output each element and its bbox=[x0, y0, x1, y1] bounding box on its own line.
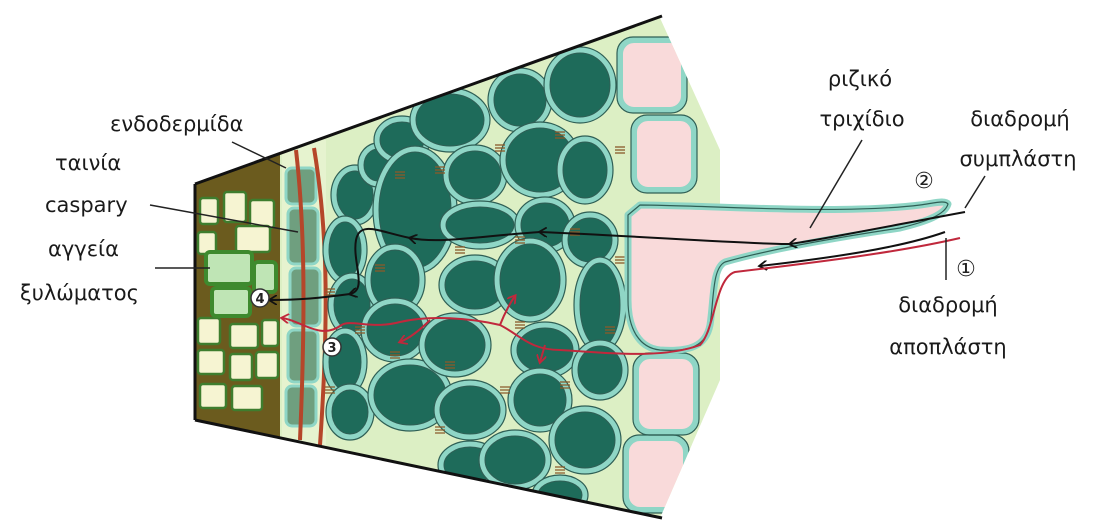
apoplast-label-line1: διαδρομή bbox=[898, 293, 998, 317]
cortex-cell bbox=[485, 436, 545, 484]
apoplast-label-line2: αποπλάστη bbox=[889, 335, 1007, 359]
cortex-cell bbox=[425, 319, 485, 371]
cortex-cell bbox=[580, 263, 620, 347]
cortex-cell bbox=[449, 151, 501, 199]
cortex-cell bbox=[568, 218, 612, 262]
cortex-cell bbox=[563, 142, 607, 198]
casparian-label-line1: ταινία bbox=[55, 151, 121, 175]
marker-2: ② bbox=[914, 169, 934, 194]
svg-text:4: 4 bbox=[255, 292, 264, 307]
cortex-cell bbox=[494, 74, 546, 126]
casparian-label-line2: caspary bbox=[45, 193, 128, 217]
symplast-leader bbox=[965, 176, 985, 208]
marker-3: 3 bbox=[323, 338, 341, 356]
marker-4: 4 bbox=[251, 289, 269, 307]
cortex-cell bbox=[538, 481, 582, 509]
xylem-label-line2: ξυλώματος bbox=[20, 281, 139, 305]
marker-1: ① bbox=[956, 257, 976, 282]
symplast-label-line1: διαδρομή bbox=[970, 107, 1070, 131]
root-hair-label-line1: ριζικό bbox=[828, 67, 892, 91]
cortex-cell bbox=[367, 304, 423, 356]
root-hair-label-line2: τριχίδιο bbox=[819, 107, 904, 131]
symplast-label-line2: συμπλάστη bbox=[960, 147, 1077, 171]
xylem-label-line1: αγγεία bbox=[48, 237, 119, 261]
cortex-cell bbox=[550, 53, 610, 117]
endodermis-label: ενδοδερμίδα bbox=[110, 112, 243, 136]
svg-text:3: 3 bbox=[327, 341, 336, 356]
cortex-cell bbox=[332, 390, 368, 434]
cortex-cell bbox=[555, 412, 615, 468]
cortex-cell bbox=[440, 386, 500, 434]
